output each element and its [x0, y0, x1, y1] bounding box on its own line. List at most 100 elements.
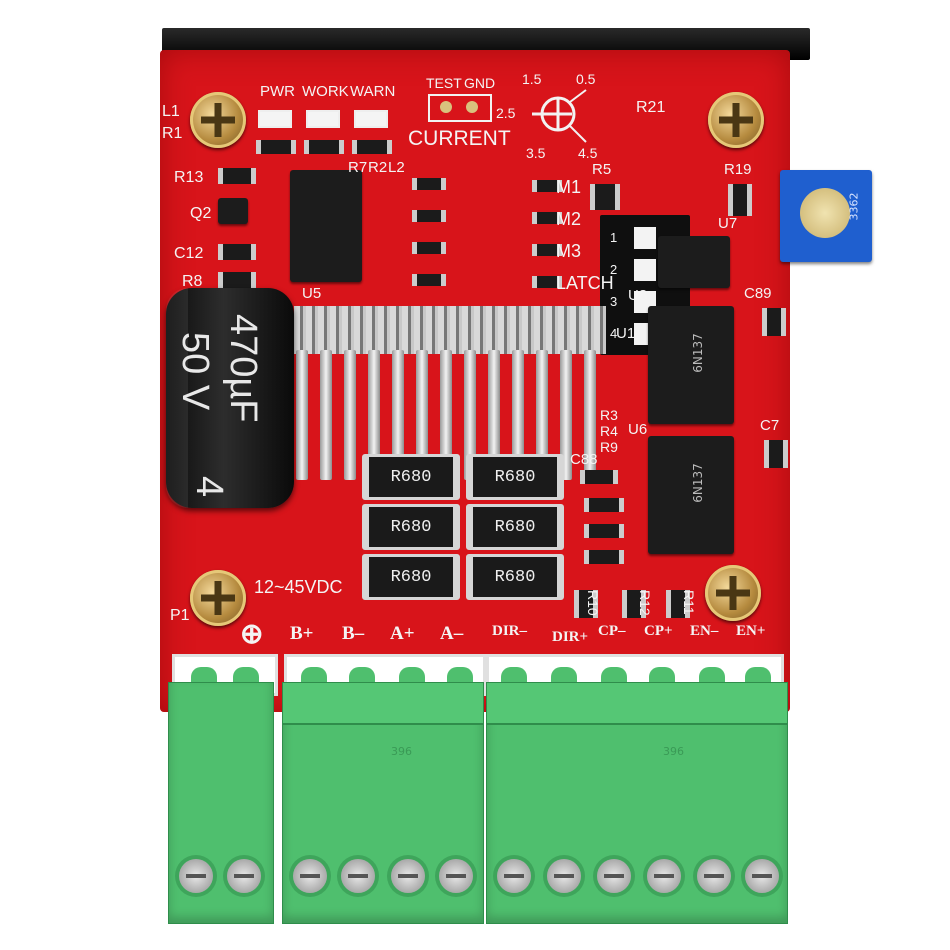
dip-number: 2 — [610, 262, 618, 277]
smd-resistor — [622, 590, 646, 618]
terminal-screw-icon[interactable] — [227, 859, 261, 893]
shunt-resistor: R680 — [362, 454, 460, 500]
smd-resistor — [218, 272, 256, 288]
driver-lead — [512, 350, 524, 480]
opto-mark: 6N137 — [690, 463, 705, 503]
smd-resistor — [584, 550, 624, 564]
terminal-screw-icon[interactable] — [439, 859, 473, 893]
label-q2: Q2 — [190, 205, 212, 222]
terminal-lid — [487, 683, 787, 725]
terminal-screw-icon[interactable] — [597, 859, 631, 893]
label-r2: R2 — [368, 159, 388, 176]
label-u7: U7 — [718, 215, 738, 232]
driver-lead — [368, 350, 380, 480]
smd-diode — [304, 140, 344, 154]
signal-terminal-block[interactable]: 396 — [486, 682, 788, 924]
mounting-screw-bottom-left — [190, 570, 246, 626]
driver-lead — [440, 350, 452, 480]
label-m3: M3 — [556, 241, 582, 261]
dip-switch-1[interactable] — [634, 227, 656, 249]
current-dial-icon — [532, 89, 587, 143]
work-led — [306, 110, 340, 128]
driver-lead — [488, 350, 500, 480]
regulator-ic — [658, 236, 730, 288]
label-cp-plus: CP+ — [644, 623, 673, 639]
label-r3: R3 — [600, 407, 618, 423]
trimmer-knob-icon[interactable] — [800, 188, 850, 238]
smd-resistor — [590, 184, 620, 210]
current-trimmer[interactable]: 3362 — [780, 170, 872, 262]
label-r10: R10 — [585, 590, 601, 616]
terminal-screw-icon[interactable] — [745, 859, 779, 893]
smd-capacitor — [218, 244, 256, 260]
terminal-lid — [283, 683, 483, 725]
terminal-screw-icon[interactable] — [497, 859, 531, 893]
driver-ic-leads — [294, 306, 606, 354]
smd-resistor — [666, 590, 690, 618]
label-r7: R7 — [348, 159, 368, 176]
dip-switch-2[interactable] — [634, 259, 656, 281]
terminal-screw-icon[interactable] — [391, 859, 425, 893]
label-dir-minus: DIR– — [492, 623, 528, 639]
label-l1: L1 — [162, 103, 180, 120]
shunt-resistor: R680 — [362, 504, 460, 550]
capacitor-stripe — [166, 288, 188, 508]
label-current: CURRENT — [408, 127, 511, 150]
gnd-point — [466, 101, 478, 113]
voltage-label: 12~45VDC — [254, 577, 343, 597]
motor-terminal-block[interactable]: 396 — [282, 682, 484, 924]
driver-lead — [320, 350, 332, 480]
label-work: WORK — [302, 83, 349, 100]
opto-mark: 6N137 — [690, 333, 705, 373]
label-r19: R19 — [724, 161, 752, 178]
smd-resistor — [532, 212, 562, 224]
dip-number: 3 — [610, 294, 618, 309]
transistor — [218, 198, 248, 224]
terminal-screw-icon[interactable] — [647, 859, 681, 893]
smd-capacitor — [762, 308, 786, 336]
label-a-plus: A+ — [390, 623, 415, 644]
terminal-screw-icon[interactable] — [341, 859, 375, 893]
label-u8: U8 — [628, 287, 648, 304]
current-4-5: 4.5 — [578, 145, 598, 161]
terminal-screw-icon[interactable] — [293, 859, 327, 893]
warn-led — [354, 110, 388, 128]
driver-lead — [560, 350, 572, 480]
label-a-minus: A– — [440, 623, 464, 644]
electrolytic-capacitor: 470µF 50 V 4 — [166, 288, 294, 508]
terminal-screw-icon[interactable] — [697, 859, 731, 893]
current-2-5: 2.5 — [496, 105, 516, 121]
smd-resistor — [532, 180, 562, 192]
label-r12: R12 — [637, 590, 653, 616]
mounting-screw-bottom-right — [705, 565, 761, 621]
label-c12: C12 — [174, 245, 204, 262]
logic-ic — [290, 170, 362, 282]
current-3-5: 3.5 — [526, 145, 546, 161]
test-point — [440, 101, 452, 113]
driver-lead — [584, 350, 596, 480]
terminal-screw-icon[interactable] — [179, 859, 213, 893]
smd-resistor — [532, 244, 562, 256]
smd-resistor — [412, 178, 446, 190]
smd-resistor — [584, 498, 624, 512]
capacitor-value: 470µF — [222, 314, 264, 423]
driver-lead — [392, 350, 404, 480]
optocoupler-ic: 6N137 — [648, 436, 734, 554]
current-1-5: 1.5 — [522, 71, 542, 87]
terminal-mark: 396 — [663, 745, 684, 758]
smd-diode — [256, 140, 296, 154]
dip-number: 1 — [610, 230, 618, 245]
pwr-led — [258, 110, 292, 128]
optocoupler-ic: 6N137 — [648, 306, 734, 424]
label-r8: R8 — [182, 273, 203, 290]
label-r9: R9 — [600, 439, 618, 455]
label-u6: U6 — [628, 421, 648, 438]
label-b-plus: B+ — [290, 623, 314, 644]
label-latch: LATCH — [556, 273, 614, 293]
power-plus-symbol: ⊕ — [240, 618, 264, 649]
label-r5: R5 — [592, 161, 612, 178]
terminal-mark: 396 — [391, 745, 412, 758]
power-terminal-block[interactable] — [168, 682, 274, 924]
smd-resistor — [412, 242, 446, 254]
terminal-screw-icon[interactable] — [547, 859, 581, 893]
